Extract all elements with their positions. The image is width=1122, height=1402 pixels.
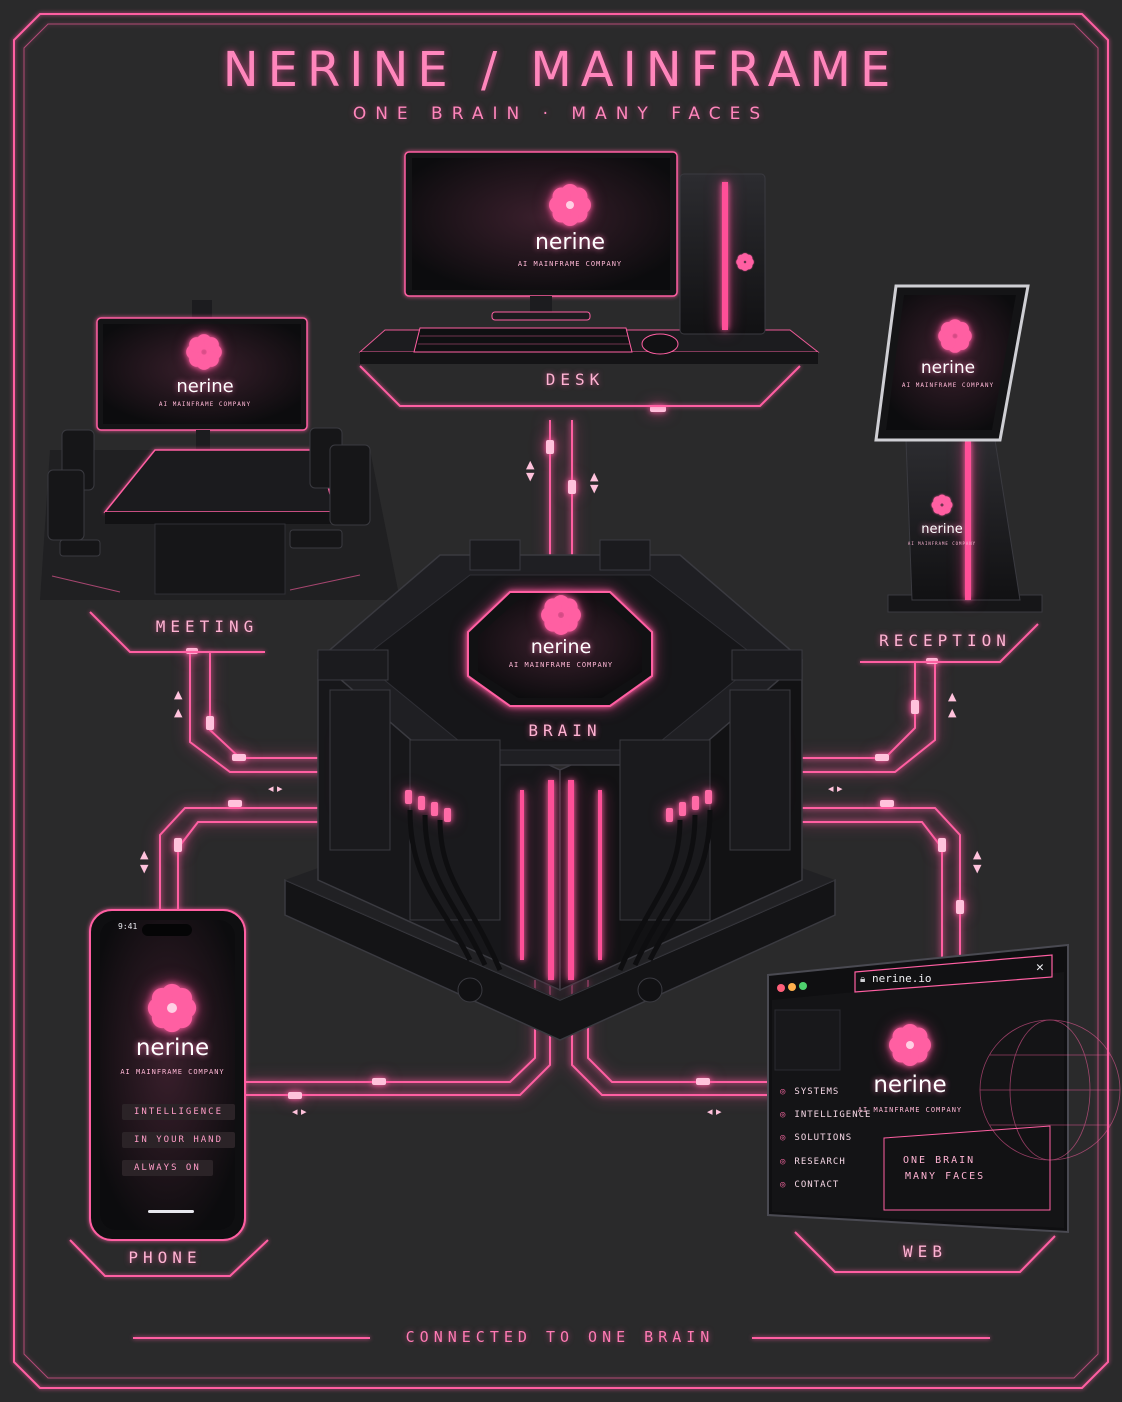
node-label-reception: RECEPTION — [879, 631, 1011, 650]
meeting-brand-name: nerine — [176, 376, 234, 397]
meeting-brand-tagline: AI MAINFRAME COMPANY — [158, 401, 252, 408]
reception-brand-tagline: AI MAINFRAME COMPANY — [901, 382, 995, 389]
web-brand-name: nerine — [873, 1072, 947, 1098]
close-icon[interactable]: ✕ — [1036, 960, 1044, 975]
desk-workstation — [358, 151, 820, 364]
connection-lines — [159, 420, 961, 1096]
node-label-brain: BRAIN — [528, 721, 602, 740]
web-brand-tagline: AI MAINFRAME COMPANY — [857, 1106, 963, 1114]
kiosk-brand-tagline: AI MAINFRAME COMPANY — [907, 541, 977, 546]
window-dot-yellow[interactable] — [788, 983, 796, 991]
phone-tagline-3: ALWAYS ON — [122, 1160, 213, 1176]
desk-brand-name: nerine — [534, 230, 606, 255]
phone-device — [89, 909, 246, 1241]
svg-text:▲: ▲ — [174, 688, 183, 701]
kiosk-brand-name: nerine — [921, 522, 963, 537]
brain-mainframe — [284, 539, 836, 1041]
svg-text:▼: ▼ — [973, 862, 982, 875]
svg-text:▲: ▲ — [526, 458, 535, 471]
svg-text:▲: ▲ — [590, 470, 599, 483]
web-menu-intelligence[interactable]: INTELLIGENCE — [780, 1110, 871, 1120]
arrow-icon: ▲▼ ▲▼ ▲▲ ▲▲ ▲▼ ▲▼ ◂ ▸ ◂ ▸ ◂ ▸ ◂ ▸ — [140, 458, 982, 1118]
page-subtitle: ONE BRAIN · MANY FACES — [352, 104, 770, 124]
window-dot-red[interactable] — [777, 984, 785, 992]
web-menu-research[interactable]: RESEARCH — [780, 1157, 846, 1167]
brain-brand-tagline: AI MAINFRAME COMPANY — [508, 661, 614, 669]
node-label-phone: PHONE — [128, 1248, 202, 1267]
svg-text:◂ ▸: ◂ ▸ — [292, 1105, 307, 1118]
outer-frame — [13, 13, 1109, 1389]
phone-tagline-2: IN YOUR HAND — [122, 1132, 236, 1148]
address-url: nerine.io — [871, 972, 932, 985]
brain-brand-name: nerine — [530, 636, 592, 658]
web-menu-systems[interactable]: SYSTEMS — [780, 1087, 839, 1097]
desk-brand-tagline: AI MAINFRAME COMPANY — [517, 260, 623, 268]
svg-text:◂ ▸: ◂ ▸ — [268, 782, 283, 795]
page-title: NERINE / MAINFRAME — [222, 42, 900, 98]
label-brackets — [69, 365, 1056, 1277]
phone-time: 9:41 — [118, 922, 138, 931]
reception-brand-name: nerine — [920, 358, 976, 378]
svg-text:◂ ▸: ◂ ▸ — [828, 782, 843, 795]
phone-brand-tagline: AI MAINFRAME COMPANY — [120, 1068, 225, 1076]
web-menu-solutions[interactable]: SOLUTIONS — [780, 1133, 852, 1143]
address-bar[interactable]: 🔒︎ nerine.io — [860, 972, 932, 985]
svg-text:▲: ▲ — [140, 848, 149, 861]
svg-text:▲: ▲ — [174, 706, 183, 719]
browser-window — [767, 943, 1121, 1234]
web-menu-contact[interactable]: CONTACT — [780, 1180, 839, 1190]
lock-icon: 🔒︎ — [860, 974, 866, 985]
svg-text:▼: ▼ — [590, 482, 599, 495]
window-dot-green[interactable] — [799, 982, 807, 990]
svg-text:▲: ▲ — [948, 690, 957, 703]
node-label-meeting: MEETING — [155, 617, 259, 636]
svg-text:▼: ▼ — [526, 470, 535, 483]
web-panel-line-2: MANY FACES — [905, 1171, 986, 1182]
reception-kiosk — [874, 284, 1043, 613]
phone-tagline-1: INTELLIGENCE — [122, 1104, 236, 1120]
meeting-room — [40, 300, 400, 600]
footer-text: CONNECTED TO ONE BRAIN — [405, 1328, 715, 1346]
svg-text:◂ ▸: ◂ ▸ — [707, 1105, 722, 1118]
svg-text:▲: ▲ — [948, 706, 957, 719]
web-panel-line-1: ONE BRAIN — [903, 1155, 976, 1166]
svg-text:▲: ▲ — [973, 848, 982, 861]
svg-text:▼: ▼ — [140, 862, 149, 875]
phone-brand-name: nerine — [135, 1035, 210, 1061]
node-label-web: WEB — [903, 1242, 947, 1261]
node-label-desk: DESK — [545, 370, 605, 389]
